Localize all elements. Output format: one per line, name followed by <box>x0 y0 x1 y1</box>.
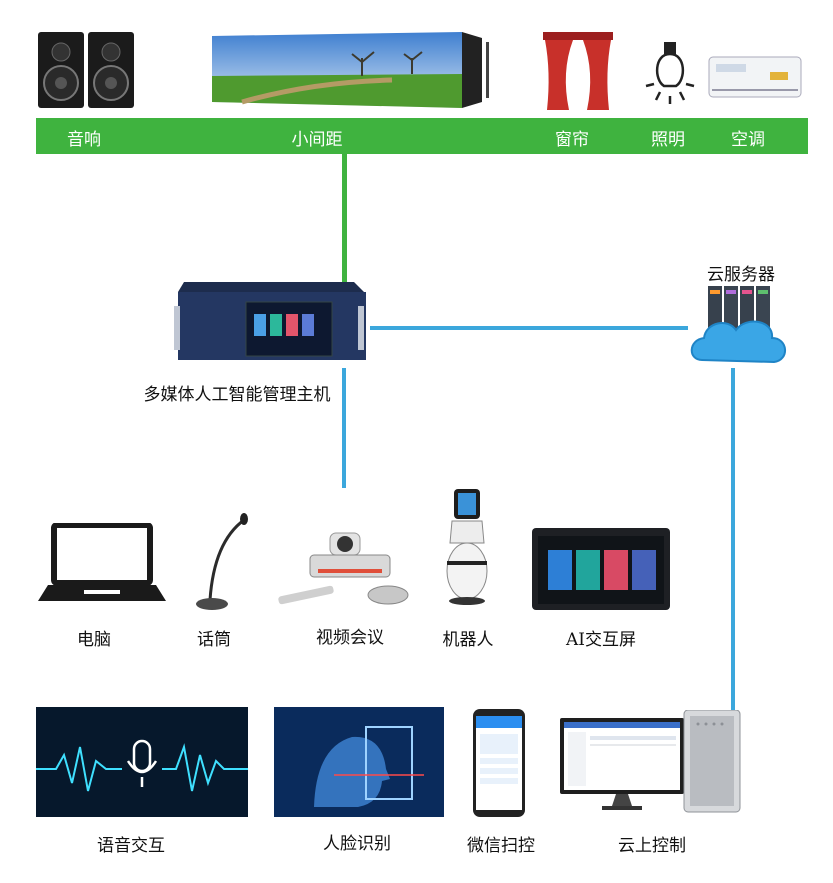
connector-hub-to-cloud <box>370 326 688 330</box>
bar-label-ac: 空调 <box>731 130 765 150</box>
bar-label-speaker: 音响 <box>67 130 101 150</box>
bar-label-led: 小间距 <box>291 130 343 150</box>
ai-screen-image <box>532 528 670 610</box>
led-wall-image <box>212 32 489 108</box>
lightbulb-icon <box>645 42 695 104</box>
device-label-video: 视频会议 <box>316 628 384 648</box>
device-label-robot: 机器人 <box>442 630 494 650</box>
connector-hub-to-devices <box>342 368 346 488</box>
wechat-phone-image <box>473 709 525 817</box>
air-conditioner-icon <box>708 56 802 98</box>
microphone-icon <box>196 513 248 610</box>
hub-label: 多媒体人工智能管理主机 <box>143 385 331 405</box>
device-label-pc: 电脑 <box>77 630 111 650</box>
connector-cloud-to-control <box>731 368 735 714</box>
bar-label-curtain: 窗帘 <box>555 130 589 150</box>
robot-icon <box>446 489 488 605</box>
feature-label-voice: 语音交互 <box>97 836 165 856</box>
connector-bar-to-hub <box>342 154 347 284</box>
device-label-ai-screen: AI交互屏 <box>566 630 636 650</box>
laptop-icon <box>38 523 166 601</box>
device-bar: 音响 小间距 窗帘 照明 空调 <box>36 118 808 154</box>
voice-interaction-image <box>36 707 248 817</box>
feature-label-cloud-control: 云上控制 <box>618 836 686 856</box>
hub-device-image <box>174 282 366 360</box>
device-label-mic: 话筒 <box>197 630 231 650</box>
feature-label-face: 人脸识别 <box>323 834 391 854</box>
curtain-icon <box>543 32 613 110</box>
cloud-control-image <box>560 710 741 813</box>
face-recognition-image <box>274 707 444 817</box>
cloud-label: 云服务器 <box>707 265 775 285</box>
cloud-server-icon <box>690 286 786 364</box>
bar-label-light: 照明 <box>651 130 685 150</box>
feature-label-wechat: 微信扫控 <box>467 836 535 856</box>
video-conference-image <box>278 532 409 605</box>
speaker-icon <box>38 32 134 108</box>
